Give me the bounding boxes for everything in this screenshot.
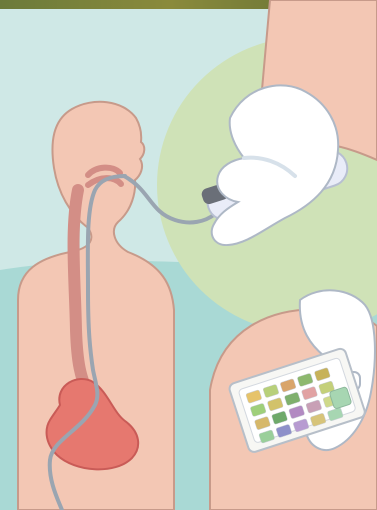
illustration-scene <box>0 0 377 510</box>
illustration-frame <box>0 0 377 510</box>
